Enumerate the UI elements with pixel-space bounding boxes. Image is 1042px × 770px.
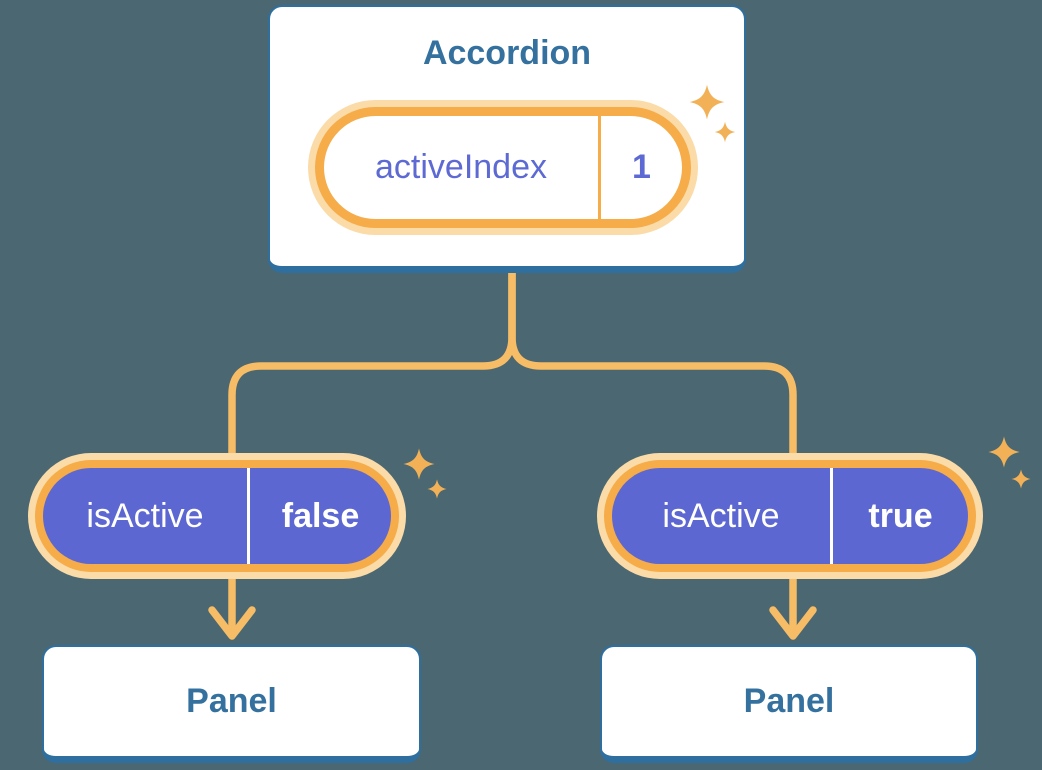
prop-pill-left-name: isActive (86, 496, 204, 535)
panel-card-right: Panel (600, 645, 978, 763)
prop-pill-right-value: true (868, 496, 933, 535)
sparkle-icon-right-pill (988, 436, 1031, 489)
prop-pill-left-value: false (281, 496, 360, 535)
arrow-down-right-icon (769, 606, 817, 640)
accordion-title: Accordion (422, 34, 592, 72)
prop-pill-isactive-false: isActive false (28, 453, 406, 579)
panel-right-label: Panel (743, 682, 835, 720)
state-pill-activeindex: activeIndex 1 (308, 100, 698, 235)
prop-pill-isactive-true: isActive true (597, 453, 983, 579)
state-pill-name: activeIndex (375, 148, 547, 186)
state-pill-divider (598, 116, 601, 219)
panel-card-left: Panel (42, 645, 421, 763)
panel-left-label: Panel (186, 682, 277, 720)
arrow-down-left-icon (208, 606, 256, 640)
state-pill-glow: activeIndex 1 (308, 100, 698, 235)
prop-pill-right-divider (830, 468, 833, 564)
sparkle-icon-left-pill (403, 448, 447, 499)
prop-pill-right-name: isActive (662, 496, 780, 535)
state-pill-value: 1 (632, 148, 651, 186)
